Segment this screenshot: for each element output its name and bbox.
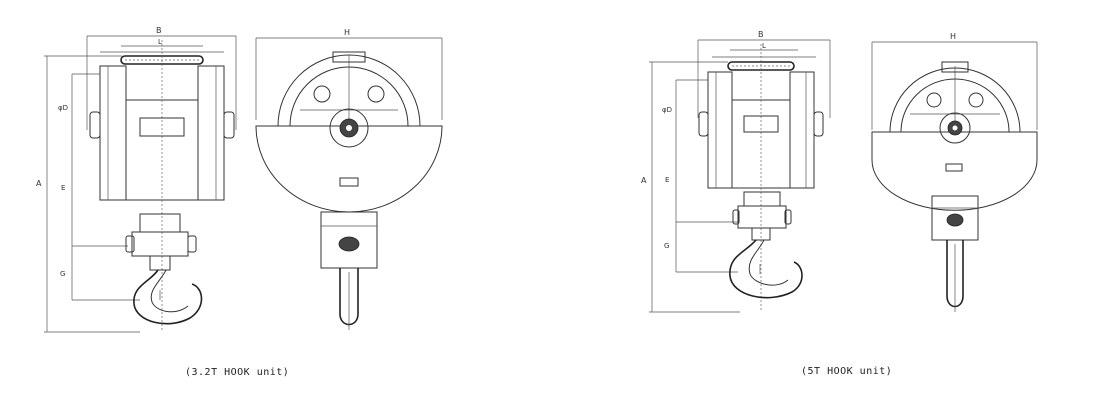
dim-label-G: G	[664, 242, 669, 250]
dim-label-L: L	[762, 42, 766, 50]
dim-label-E: E	[665, 176, 669, 184]
dim-label-E: E	[61, 184, 65, 192]
front-view-3-2t: H	[255, 28, 443, 330]
caption-5t-hook-unit: (5T HOOK unit)	[801, 366, 893, 377]
dim-label-D: φD	[662, 106, 672, 114]
dim-label-B: B	[758, 30, 764, 39]
caption-3-2t-hook-unit: (3.2T HOOK unit)	[185, 367, 290, 378]
dim-label-A: A	[36, 179, 42, 188]
dim-label-B: B	[156, 26, 162, 35]
dim-label-L: L	[158, 38, 162, 46]
dim-label-H: H	[344, 28, 350, 37]
side-view-5t: B L A φD E G	[641, 30, 831, 313]
dim-label-D: φD	[58, 104, 68, 112]
front-view-5t: H	[871, 32, 1038, 312]
side-view-3-2t: B L A φD E G	[36, 26, 237, 333]
dim-label-H: H	[950, 32, 956, 41]
dim-label-G: G	[60, 270, 65, 278]
dim-label-A: A	[641, 176, 647, 185]
